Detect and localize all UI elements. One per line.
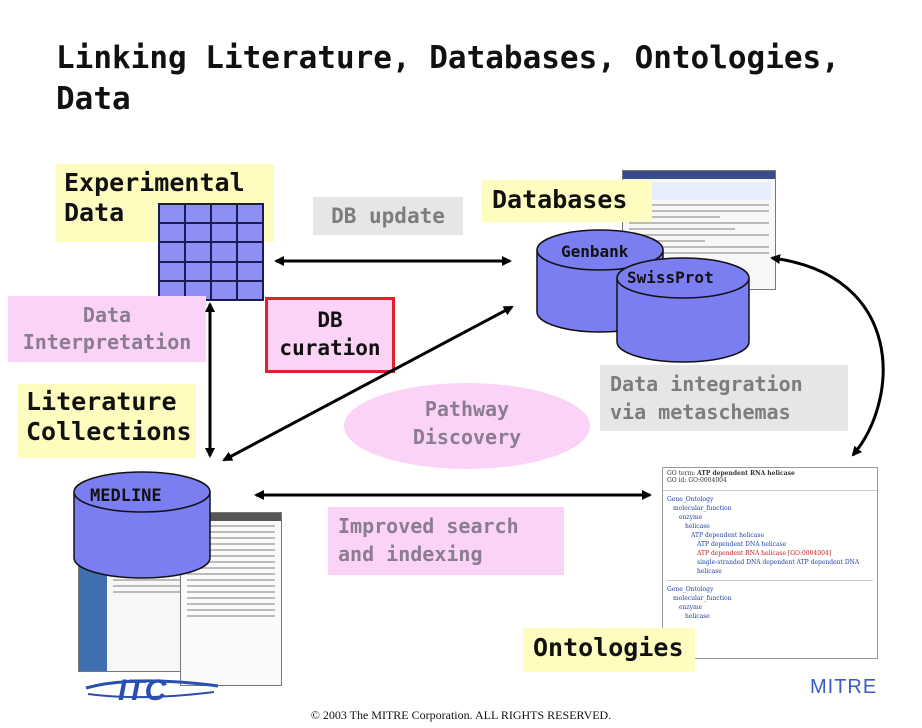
- ontology-item[interactable]: helicase: [685, 523, 710, 530]
- ontology-item[interactable]: molecular_function: [673, 505, 732, 512]
- ontology-item[interactable]: ATP dependent RNA helicase [GO:0004004]: [697, 550, 832, 557]
- improved-search-label: Improved search and indexing: [328, 507, 564, 575]
- ontology-item[interactable]: ATP dependent DNA helicase: [697, 541, 787, 548]
- slide-title: Linking Literature, Databases, Ontologie…: [56, 40, 840, 117]
- medline-cylinder: [73, 471, 211, 579]
- copyright-footer: © 2003 The MITRE Corporation. ALL RIGHTS…: [310, 708, 612, 722]
- itc-logo-text: ITC: [118, 674, 168, 707]
- literature-collections-label: Literature Collections: [18, 384, 196, 458]
- swissprot-cylinder: [616, 257, 750, 363]
- databases-label: Databases: [482, 180, 652, 222]
- ontology-item[interactable]: enzyme: [679, 514, 703, 521]
- itc-logo: ITC: [85, 674, 219, 707]
- swissprot-label: SwissProt: [627, 268, 714, 287]
- ontology-item[interactable]: ATP dependent helicase: [691, 532, 764, 539]
- ontology-screenshot: GO term: ATP dependent RNA helicase GO i…: [662, 467, 878, 659]
- ontology-item[interactable]: single-stranded DNA dependent ATP depend…: [697, 559, 860, 575]
- ontologies-label: Ontologies: [523, 628, 695, 672]
- ontology-header-term: ATP dependent RNA helicase: [697, 470, 795, 477]
- ontology-item[interactable]: Gene_Ontology: [667, 496, 714, 503]
- arrow-medline-databases: [222, 305, 514, 462]
- ontology-header-id: GO:0004004: [688, 477, 727, 484]
- genbank-label: Genbank: [561, 242, 629, 261]
- arrow-databases-ontologies: [770, 254, 885, 457]
- data-interpretation-label: Data Interpretation: [8, 296, 206, 362]
- mitre-logo: MITRE: [810, 676, 878, 698]
- db-update-label: DB update: [313, 197, 463, 235]
- medline-label: MEDLINE: [90, 486, 162, 506]
- data-grid: [158, 203, 264, 301]
